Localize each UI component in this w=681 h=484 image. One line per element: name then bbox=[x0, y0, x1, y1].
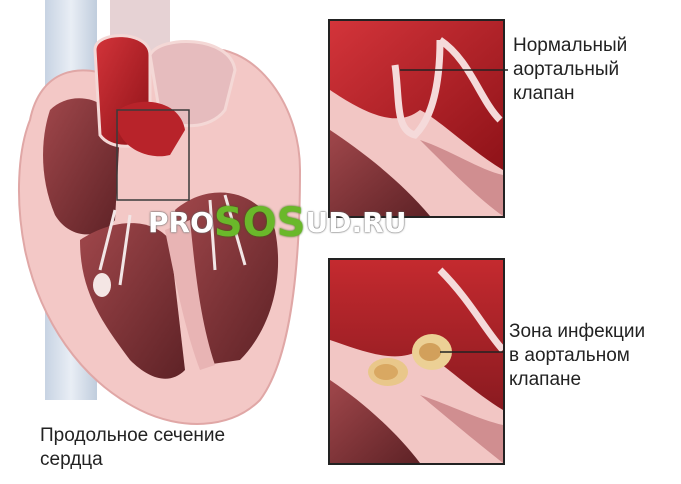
watermark-part2: SOS bbox=[214, 200, 306, 246]
infected-valve-panel bbox=[329, 259, 505, 464]
infection-zone-caption: Зона инфекции в аортальном клапане bbox=[509, 320, 645, 392]
watermark-part1: PRO bbox=[148, 206, 214, 239]
watermark: PROSOSUD.RU bbox=[148, 196, 406, 242]
normal-valve-caption: Нормальный аортальный клапан bbox=[513, 34, 627, 106]
normal-valve-panel bbox=[329, 20, 508, 217]
heart-caption: Продольное сечение сердца bbox=[40, 424, 225, 472]
watermark-part3: UD.RU bbox=[306, 206, 407, 239]
